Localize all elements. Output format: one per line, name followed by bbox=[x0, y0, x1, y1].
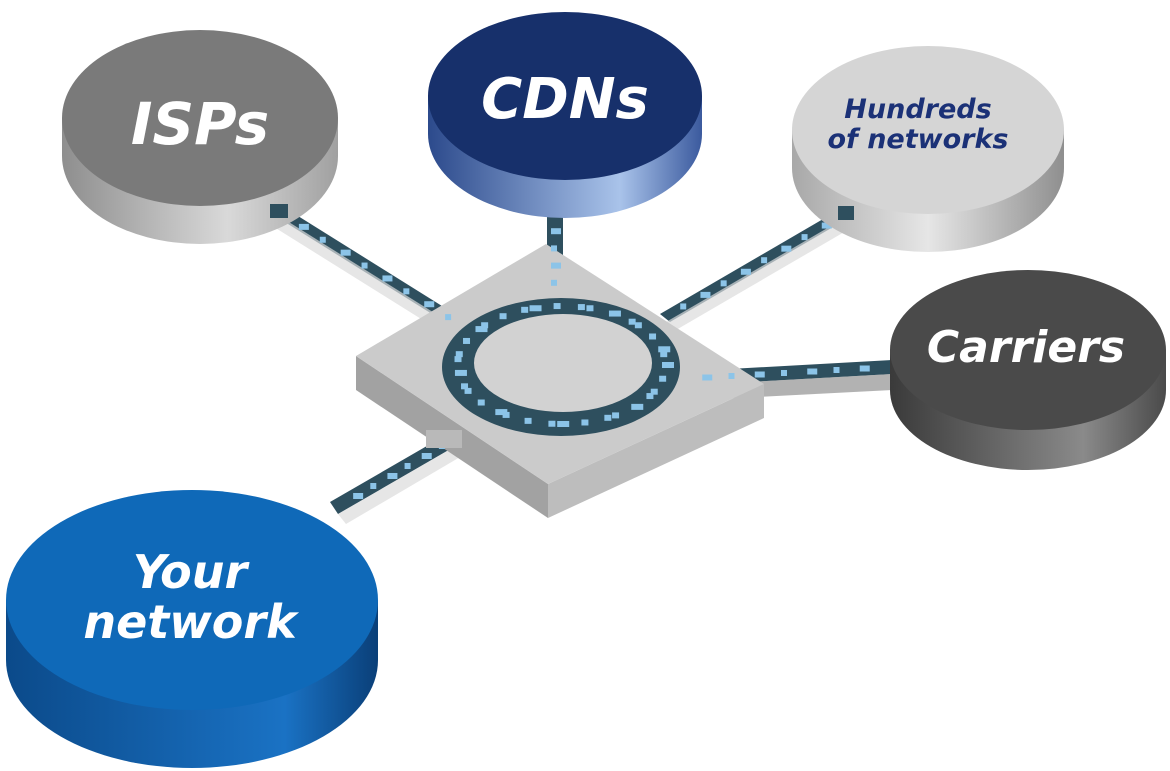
node-label: Carriers bbox=[927, 322, 1125, 373]
data-packet bbox=[586, 305, 594, 312]
data-packet bbox=[680, 303, 687, 310]
data-packet bbox=[604, 414, 612, 421]
node-label: CDNs bbox=[481, 67, 649, 132]
port-hundreds bbox=[838, 206, 854, 220]
data-packet bbox=[781, 245, 792, 252]
data-packet bbox=[548, 420, 556, 427]
data-packet bbox=[551, 245, 557, 252]
data-packet bbox=[370, 483, 377, 489]
data-packet bbox=[781, 370, 787, 376]
data-packet bbox=[454, 356, 462, 363]
disc-top bbox=[428, 12, 702, 180]
data-packet bbox=[821, 222, 832, 229]
data-packet bbox=[499, 313, 507, 320]
disc-top bbox=[62, 30, 338, 206]
data-packet bbox=[387, 473, 398, 479]
exchange-hub bbox=[298, 222, 870, 518]
data-packets bbox=[298, 222, 870, 499]
data-packet bbox=[859, 365, 870, 372]
data-packet bbox=[445, 314, 452, 321]
data-packet bbox=[761, 257, 768, 264]
data-packet bbox=[702, 374, 713, 381]
data-packet bbox=[659, 375, 667, 382]
data-packet bbox=[612, 412, 620, 419]
data-packet bbox=[650, 388, 658, 395]
data-packet bbox=[551, 279, 557, 286]
node-your-network: Your network bbox=[6, 490, 378, 768]
data-packet bbox=[463, 337, 471, 344]
node-label: ISPs bbox=[131, 90, 269, 158]
data-packet bbox=[649, 333, 657, 340]
exchange-ring-center bbox=[474, 314, 652, 412]
data-packet bbox=[475, 326, 488, 333]
data-packet bbox=[454, 369, 467, 376]
data-packet bbox=[608, 310, 621, 317]
data-packet bbox=[553, 303, 561, 310]
data-packet bbox=[557, 420, 570, 427]
data-packet bbox=[754, 371, 765, 378]
disc-top bbox=[792, 46, 1064, 214]
data-packet bbox=[581, 419, 589, 426]
data-packet bbox=[660, 351, 668, 358]
data-packet bbox=[461, 383, 469, 390]
disc-top bbox=[890, 270, 1166, 430]
data-packet bbox=[551, 228, 561, 235]
data-packet bbox=[634, 322, 642, 329]
node-label-line-2: network bbox=[83, 595, 299, 649]
data-packet bbox=[658, 346, 671, 353]
data-packet bbox=[455, 351, 463, 358]
node-label-line-2: of networks bbox=[828, 124, 1009, 155]
data-packet bbox=[421, 453, 432, 459]
disc-top bbox=[6, 490, 378, 710]
data-packet bbox=[833, 367, 840, 373]
data-packet bbox=[807, 368, 818, 375]
data-packet bbox=[524, 417, 532, 424]
data-packet bbox=[403, 288, 410, 295]
node-label-line-1: Your bbox=[133, 545, 251, 599]
data-packet bbox=[319, 236, 326, 243]
data-packet bbox=[728, 373, 735, 379]
node-cdns: CDNs bbox=[428, 12, 702, 218]
data-packet bbox=[424, 301, 435, 308]
data-packet bbox=[361, 262, 368, 269]
link-your-network bbox=[330, 428, 472, 524]
data-packet bbox=[628, 318, 636, 325]
data-packet bbox=[477, 399, 485, 406]
data-packet bbox=[481, 322, 489, 329]
data-packet bbox=[382, 275, 393, 282]
data-packet bbox=[801, 234, 808, 241]
data-packet bbox=[495, 409, 508, 416]
data-packet bbox=[464, 387, 472, 394]
data-packet bbox=[646, 393, 654, 400]
data-packet bbox=[631, 403, 644, 410]
hub-right-side bbox=[548, 384, 764, 518]
node-label-line-1: Hundreds bbox=[844, 94, 991, 125]
data-packet bbox=[340, 249, 351, 256]
data-packet bbox=[404, 463, 411, 469]
data-packet bbox=[529, 305, 542, 312]
port-isps bbox=[270, 204, 288, 218]
data-packet bbox=[662, 362, 674, 368]
data-packet bbox=[720, 280, 727, 287]
data-packet bbox=[298, 223, 309, 230]
data-packet bbox=[700, 291, 711, 298]
data-packet bbox=[577, 304, 585, 311]
node-isps: ISPs bbox=[62, 30, 338, 244]
data-packet bbox=[521, 306, 529, 313]
data-packet bbox=[353, 493, 364, 499]
port-hub-your bbox=[426, 430, 462, 448]
node-hundreds-of-networks: Hundreds of networks bbox=[792, 46, 1064, 252]
node-carriers: Carriers bbox=[890, 270, 1166, 470]
data-packet bbox=[551, 262, 561, 269]
data-packet bbox=[740, 268, 751, 275]
